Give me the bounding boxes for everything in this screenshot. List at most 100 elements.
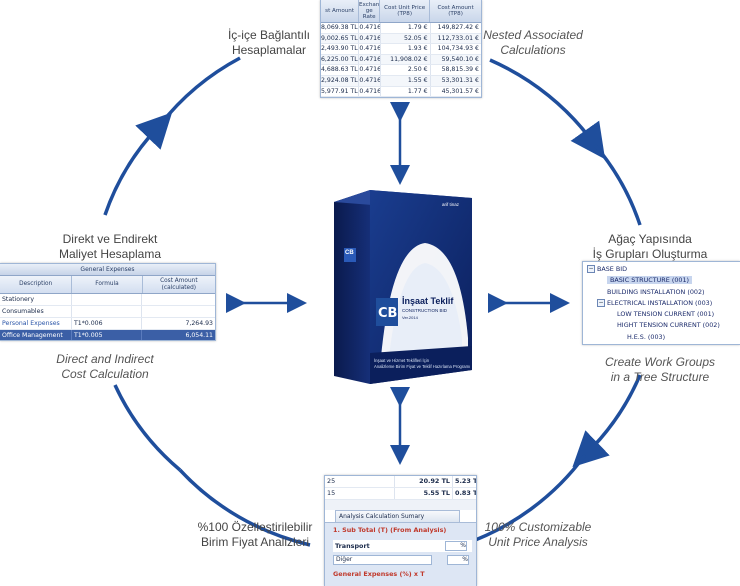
tree-node[interactable]: −ELECTRICAL INSTALLATION (003) bbox=[587, 298, 740, 309]
tab-analysis-summary[interactable]: Analysis Calculation Sumary bbox=[335, 510, 460, 522]
table-cell: 25 bbox=[325, 476, 395, 487]
table-row[interactable]: Consumables bbox=[0, 306, 215, 318]
table-cell: 0.4716 bbox=[359, 33, 382, 44]
panel-title: General Expenses bbox=[0, 264, 215, 276]
table-cell: 104,734.93 € bbox=[437, 45, 479, 53]
product-version: Ver.2014 bbox=[402, 315, 418, 320]
table-cell bbox=[72, 294, 142, 305]
collapse-toggle-icon[interactable]: − bbox=[597, 298, 605, 307]
tree-node-label: BASE BID bbox=[597, 265, 628, 273]
arc-left-top bbox=[103, 112, 173, 216]
table-cell: 53,301.31 € bbox=[441, 76, 479, 84]
table-cell: 0.4716 bbox=[359, 23, 382, 33]
table-cell: T1*0.005 bbox=[72, 330, 142, 340]
tree-node[interactable]: H.E.S. (003) bbox=[587, 332, 740, 343]
transport-pct-field[interactable]: % bbox=[445, 541, 467, 551]
table-cell: 29,284.20 € bbox=[431, 97, 481, 98]
table-cell: 52.05 € bbox=[381, 33, 431, 44]
table-cell: Personal Expenses bbox=[0, 318, 72, 329]
caption-cost-tr: Direkt ve Endirekt Maliyet Hesaplama bbox=[58, 232, 162, 261]
column-header[interactable]: Exchan ge Rate bbox=[359, 0, 381, 22]
tree-node-label: BUILDING INSTALLATION (002) bbox=[607, 287, 705, 296]
table-cell: 1.77 € bbox=[381, 86, 431, 97]
other-input[interactable]: Diğer bbox=[333, 555, 432, 565]
table-cell: 5.55 TL bbox=[395, 488, 453, 499]
table-cell bbox=[72, 306, 142, 317]
product-logo: CB bbox=[378, 306, 398, 321]
tree-node[interactable]: HIGHT TENSION CURRENT (002) bbox=[587, 320, 740, 331]
table-cell: 20.92 TL bbox=[395, 476, 453, 487]
table-cell: 45,301.57 € bbox=[441, 87, 479, 95]
tree-node-label: H.E.S. (003) bbox=[627, 332, 666, 341]
arc-bottom-left bbox=[178, 468, 311, 547]
tree-node-label: HIGHT TENSION CURRENT (002) bbox=[617, 321, 720, 330]
table-cell: 6,225.00 TL bbox=[321, 54, 360, 65]
product-subtitle: CONSTRUCTION BID bbox=[402, 308, 447, 313]
tree-node[interactable]: BASIC STRUCTURE (001) bbox=[587, 275, 740, 286]
general-expenses-table: General Expenses Description Formula Cos… bbox=[0, 263, 216, 341]
table-cell: 0.4716 bbox=[359, 54, 382, 65]
table-cell: 0.4716 bbox=[359, 44, 382, 54]
caption-nested-en: Nested Associated Calculations bbox=[483, 28, 583, 57]
table-header: Description Formula Cost Amount (calcula… bbox=[0, 276, 215, 294]
product-box-art bbox=[334, 190, 472, 384]
caption-analysis-tr: %100 Özelleştirilebilir Birim Fiyat Anal… bbox=[197, 520, 313, 549]
product-logo-small: CB bbox=[345, 250, 354, 256]
table-cell: 0.83 T bbox=[455, 489, 477, 497]
column-header[interactable]: st Amount bbox=[321, 0, 360, 22]
table-cell bbox=[142, 306, 215, 317]
collapse-toggle-icon[interactable]: − bbox=[587, 265, 595, 273]
tree-node-label: BASIC STRUCTURE (001) bbox=[607, 276, 693, 285]
table-cell: 6,054.11 bbox=[185, 332, 213, 339]
table-cell: 58,815.39 € bbox=[441, 66, 479, 74]
column-header[interactable]: Cost Amount (calculated) bbox=[160, 278, 198, 291]
table-cell: 2.50 € bbox=[381, 65, 431, 75]
column-header[interactable]: Description bbox=[0, 276, 73, 293]
table-cell: 2,128.44 TL bbox=[321, 97, 359, 98]
table-cell: 15 bbox=[325, 488, 395, 499]
other-pct-field[interactable]: % bbox=[447, 555, 469, 565]
table-cell: Consumables bbox=[0, 306, 72, 317]
table-cell: 0.4716 bbox=[359, 65, 382, 75]
tree-node-label: LOW TENSION CURRENT (001) bbox=[617, 310, 715, 319]
product-box: CB CB İnşaat Teklif CONSTRUCTION BID Ver… bbox=[330, 188, 472, 388]
table-cell: Stationery bbox=[0, 294, 72, 305]
column-header[interactable]: Cost Amount (TP8) bbox=[437, 5, 474, 17]
table-cell: 1.79 € bbox=[381, 23, 431, 33]
tree-node[interactable]: LOW TENSION CURRENT (001) bbox=[587, 309, 740, 320]
tree-node[interactable]: −BASE BID bbox=[587, 264, 740, 275]
tree-node[interactable]: BUILDING INSTALLATION (002) bbox=[587, 287, 740, 298]
column-header[interactable]: Formula bbox=[72, 276, 143, 293]
table-cell: 0.4716 bbox=[359, 97, 381, 98]
tree-node-label: ELECTRICAL INSTALLATION (003) bbox=[607, 298, 713, 307]
subtotal-label: 1. Sub Total (T) (From Analysis) bbox=[333, 526, 447, 534]
table-cell: 149,827.42 € bbox=[437, 24, 479, 31]
product-tagline: İnşaat ve Hizmet Teklifleri İçin Analizl… bbox=[374, 358, 471, 369]
column-header[interactable]: Cost Unit Price (TP8) bbox=[380, 0, 431, 22]
caption-cost-en: Direct and Indirect Cost Calculation bbox=[56, 352, 154, 381]
table-cell: 0.4716 bbox=[359, 75, 382, 86]
nested-calc-table: st Amount Exchan ge Rate Cost Unit Price… bbox=[320, 0, 482, 98]
table-cell: 4,688.63 TL bbox=[321, 65, 360, 75]
table-cell: 1.93 € bbox=[381, 44, 431, 54]
tree-node[interactable]: LANDSCAPING (004) bbox=[587, 343, 740, 344]
arc-right-upper bbox=[593, 143, 642, 226]
arc-top-right bbox=[489, 58, 606, 160]
table-row[interactable]: Stationery bbox=[0, 294, 215, 306]
